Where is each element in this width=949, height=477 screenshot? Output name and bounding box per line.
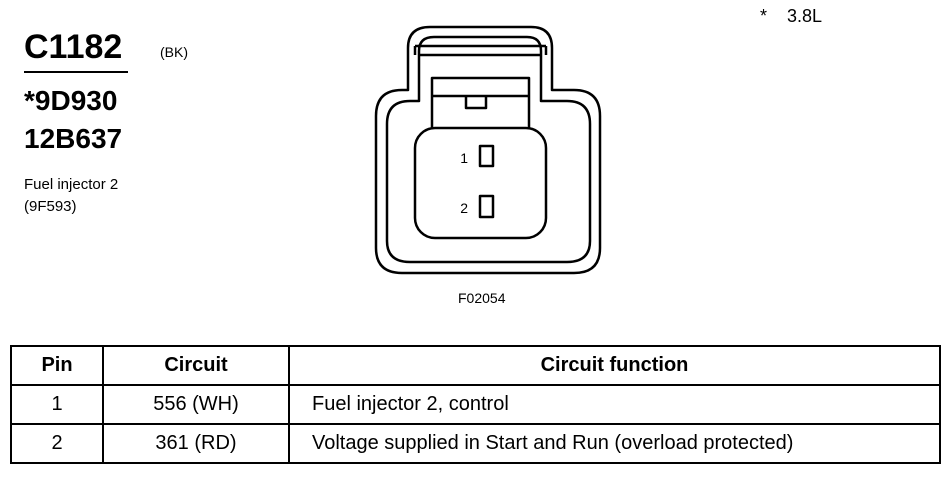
pin-table: Pin Circuit Circuit function 1 556 (WH) … [10, 345, 941, 464]
header-pin: Pin [10, 345, 104, 386]
header-circuit: Circuit [102, 345, 290, 386]
figure-code: F02054 [458, 290, 506, 306]
connector-face-diagram: 1 2 [374, 25, 602, 275]
part-number-2: 12B637 [24, 123, 123, 154]
header-circuit-function: Circuit function [288, 345, 941, 386]
row-pin: 1 [10, 384, 104, 425]
row-circuit-function: Voltage supplied in Start and Run (overl… [288, 423, 941, 464]
pin-1-cavity [478, 144, 495, 168]
row-circuit: 556 (WH) [102, 384, 290, 425]
connector-outer-housing [374, 25, 602, 275]
component-code: (9F593) [24, 198, 77, 215]
connector-id: C1182 [24, 28, 123, 66]
connector-color: (BK) [160, 44, 188, 60]
component-name: Fuel injector 2 [24, 176, 119, 193]
table-row: 2 361 (RD) Voltage supplied in Start and… [10, 423, 941, 464]
connector-inner-contour [385, 35, 592, 264]
connector-id-underline [24, 71, 128, 73]
row-circuit: 361 (RD) [102, 423, 290, 464]
engine-note: * 3.8L [760, 6, 823, 26]
pin-2-cavity [478, 194, 495, 219]
terminal-face [413, 126, 548, 240]
latch-tab [430, 76, 531, 128]
latch-notch [464, 96, 488, 110]
table-row: 1 556 (WH) Fuel injector 2, control [10, 384, 941, 425]
pin-2-label: 2 [460, 200, 468, 216]
part-number-1: *9D930 [24, 85, 118, 116]
row-circuit-function: Fuel injector 2, control [288, 384, 941, 425]
table-header-row: Pin Circuit Circuit function [10, 345, 941, 386]
pin-1-label: 1 [460, 150, 468, 166]
row-pin: 2 [10, 423, 104, 464]
